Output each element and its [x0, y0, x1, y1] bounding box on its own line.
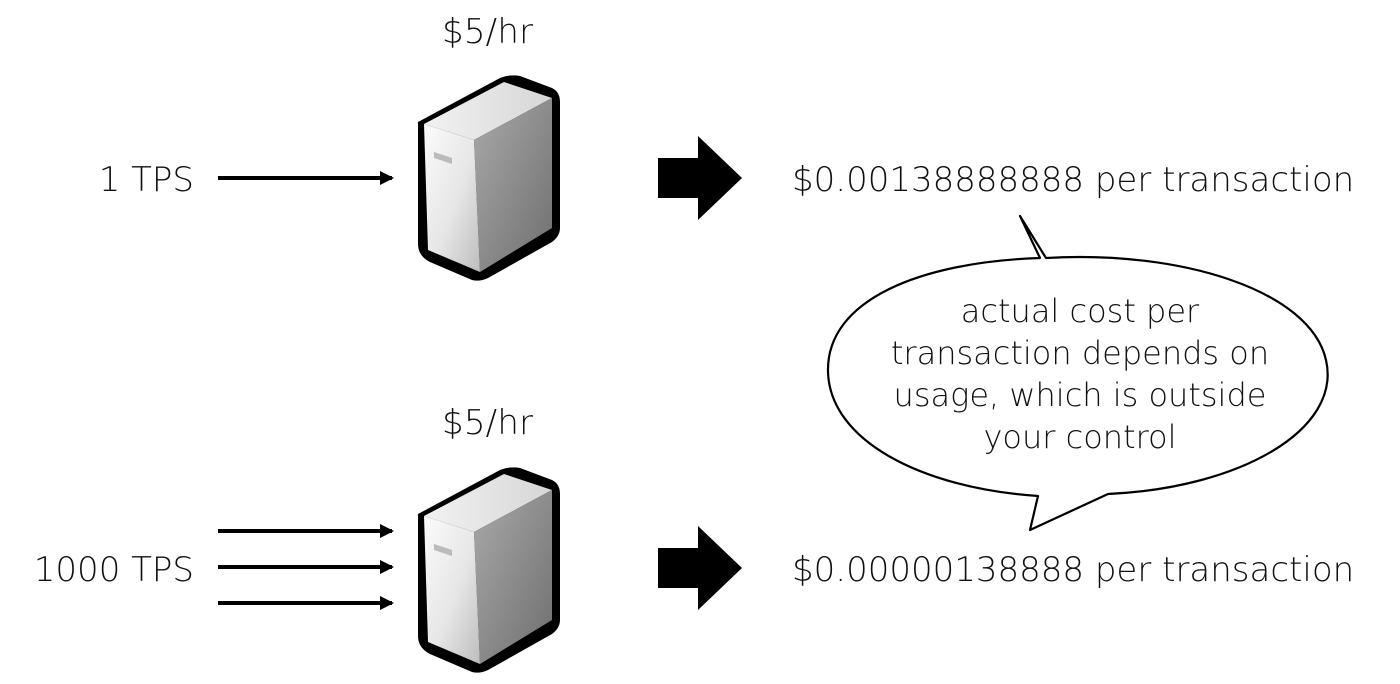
- tps-label-top: 1 TPS: [98, 160, 194, 200]
- speech-bubble-text: actual cost per transaction depends on u…: [860, 290, 1300, 458]
- speech-bubble-line: your control: [983, 418, 1177, 456]
- server-icon-bottom: [418, 467, 560, 673]
- result-arrow-top: [658, 136, 742, 220]
- cost-per-transaction-bottom: $0.00000138888 per transaction: [792, 550, 1355, 590]
- speech-bubble-line: actual cost per: [960, 292, 1200, 330]
- result-arrow-bottom: [658, 526, 742, 610]
- server-icon-top: [418, 75, 560, 281]
- speech-bubble-line: usage, which is outside: [893, 376, 1267, 414]
- tps-label-bottom: 1000 TPS: [33, 550, 194, 590]
- cost-per-transaction-top: $0.00138888888 per transaction: [792, 160, 1355, 200]
- price-label-bottom: $5/hr: [442, 403, 534, 443]
- price-label-top: $5/hr: [442, 12, 534, 52]
- speech-bubble-line: transaction depends on: [890, 334, 1270, 372]
- speech-bubble: [826, 214, 1329, 532]
